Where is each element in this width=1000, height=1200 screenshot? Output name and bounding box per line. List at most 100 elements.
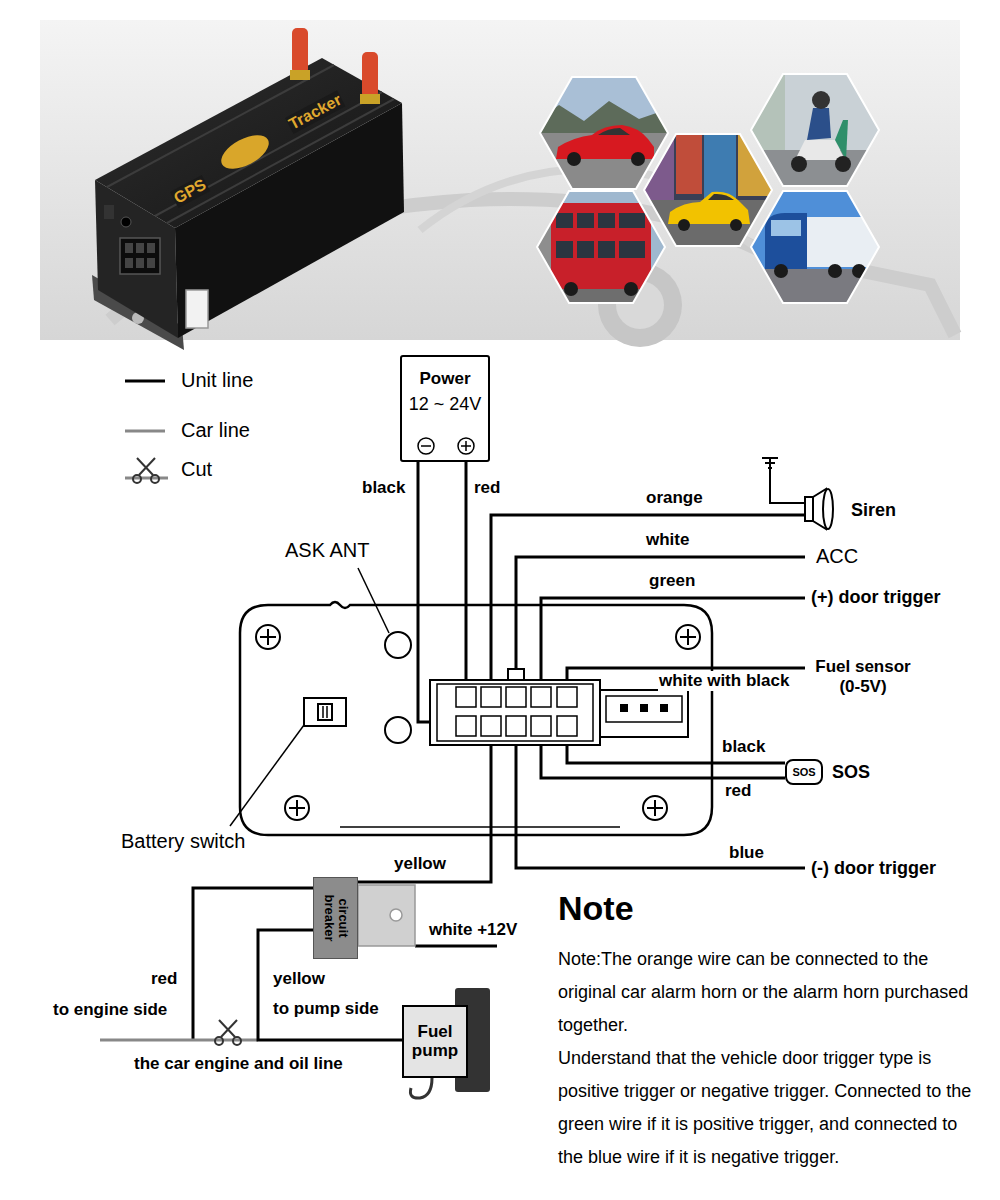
legend-sample	[125, 477, 168, 480]
battery-switch-symbol	[304, 698, 346, 726]
gps-tracker-device	[120, 238, 160, 274]
bus-photo	[619, 213, 645, 228]
wire-connector	[506, 687, 526, 707]
gps-tracker-device	[125, 243, 133, 253]
scooter-photo	[751, 74, 879, 186]
signal-label: (+) door trigger	[810, 587, 942, 608]
unit-wire	[491, 515, 805, 686]
wire-connector	[557, 716, 577, 736]
taxi-photo	[638, 130, 778, 250]
taxi-photo	[638, 130, 778, 250]
relay-body	[390, 909, 402, 921]
relay-body	[358, 885, 415, 946]
scissors-symbol	[133, 458, 159, 483]
tracker-unit-outline	[340, 826, 620, 828]
sports-car-photo	[540, 77, 668, 189]
sports-car-photo	[534, 73, 674, 133]
node-text: Power	[419, 369, 470, 389]
bus-photo	[531, 187, 671, 307]
wire-connector	[430, 680, 600, 745]
gps-tracker-device	[216, 128, 274, 175]
taxi-photo	[668, 192, 750, 224]
line-label: the car engine and oil line	[133, 1054, 344, 1074]
truck-photo	[774, 264, 788, 278]
wire-connector	[437, 684, 593, 741]
wire-connector	[456, 687, 476, 707]
polarity-symbol	[418, 438, 474, 454]
product-photo-ground	[40, 20, 960, 340]
circuit-breaker: circuit breaker	[313, 877, 358, 959]
taxi-photo	[644, 134, 772, 246]
gps-tracker-device	[95, 58, 402, 228]
wire-color-label: orange	[645, 488, 704, 508]
screw-symbol	[289, 800, 305, 816]
polarity-symbol	[421, 445, 431, 447]
legend-sample	[125, 430, 165, 433]
unit-wire	[358, 744, 491, 882]
scooter-photo	[807, 108, 831, 140]
wire-connector	[640, 704, 648, 712]
unit-wire	[415, 945, 497, 948]
wire-connector	[606, 696, 682, 722]
scooter-photo	[745, 70, 885, 190]
wire-color-label: black	[721, 737, 766, 757]
wire-color-label: red	[473, 478, 501, 498]
sos-button: SOSSOS	[785, 759, 823, 785]
taxi-photo	[708, 194, 734, 200]
unit-wire	[465, 462, 468, 686]
wire-connector	[557, 687, 577, 707]
node-heading: SOS	[832, 762, 870, 783]
power-box: Power12 ~ 24V	[400, 355, 490, 462]
screw-symbol	[680, 629, 696, 645]
note-text: Note:The orange wire can be connected to…	[557, 943, 984, 1042]
wire-connector	[481, 687, 501, 707]
tracker-unit-outline	[240, 602, 712, 835]
bus-photo	[551, 203, 651, 289]
gps-tracker-device	[125, 258, 133, 268]
scooter-photo	[791, 156, 807, 172]
screw-symbol	[647, 800, 663, 816]
wire-connector	[531, 687, 551, 707]
bus-photo	[577, 241, 594, 258]
bus-photo	[556, 213, 573, 228]
wire-color-label: white	[645, 530, 690, 550]
signal-label: ACC	[815, 545, 859, 568]
wire-connector	[531, 716, 551, 736]
gps-tracker-device	[125, 243, 155, 268]
screw-symbol	[256, 625, 280, 649]
taxi-photo	[704, 134, 736, 200]
bus-photo	[556, 213, 645, 258]
node-text: circuit breaker	[321, 882, 350, 954]
leader-line	[358, 568, 389, 633]
wire-connector	[456, 687, 577, 736]
taxi-photo	[676, 134, 702, 194]
siren-symbol	[805, 497, 813, 521]
wire-color-label: blue	[728, 843, 765, 863]
gps-tracker-device	[104, 205, 114, 219]
wire-destination-label: to pump side	[272, 999, 380, 1019]
wire-connector	[660, 704, 668, 712]
node-text: Fuel pump	[406, 1023, 464, 1060]
antenna-socket	[385, 632, 411, 743]
bus-photo	[556, 241, 573, 258]
sports-car-photo	[631, 152, 645, 166]
polarity-symbol	[418, 438, 434, 454]
unit-wire	[516, 557, 805, 672]
legend-sample	[125, 381, 168, 483]
bus-photo	[537, 191, 665, 303]
antenna-socket	[385, 632, 411, 658]
gps-tracker-device	[155, 92, 382, 216]
taxi-photo	[678, 219, 690, 231]
polarity-symbol	[458, 438, 474, 454]
cut-symbol	[215, 1020, 241, 1045]
truck-photo	[771, 220, 801, 236]
sports-car-photo	[598, 128, 630, 135]
scooter-photo	[835, 156, 851, 172]
antenna-socket	[385, 717, 411, 743]
siren-symbol	[823, 489, 833, 529]
unit-wire	[516, 744, 805, 868]
gps-tracker-device	[290, 70, 310, 80]
taxi-photo	[638, 130, 778, 250]
bus-photo	[531, 187, 671, 307]
wire-connector	[481, 716, 501, 736]
